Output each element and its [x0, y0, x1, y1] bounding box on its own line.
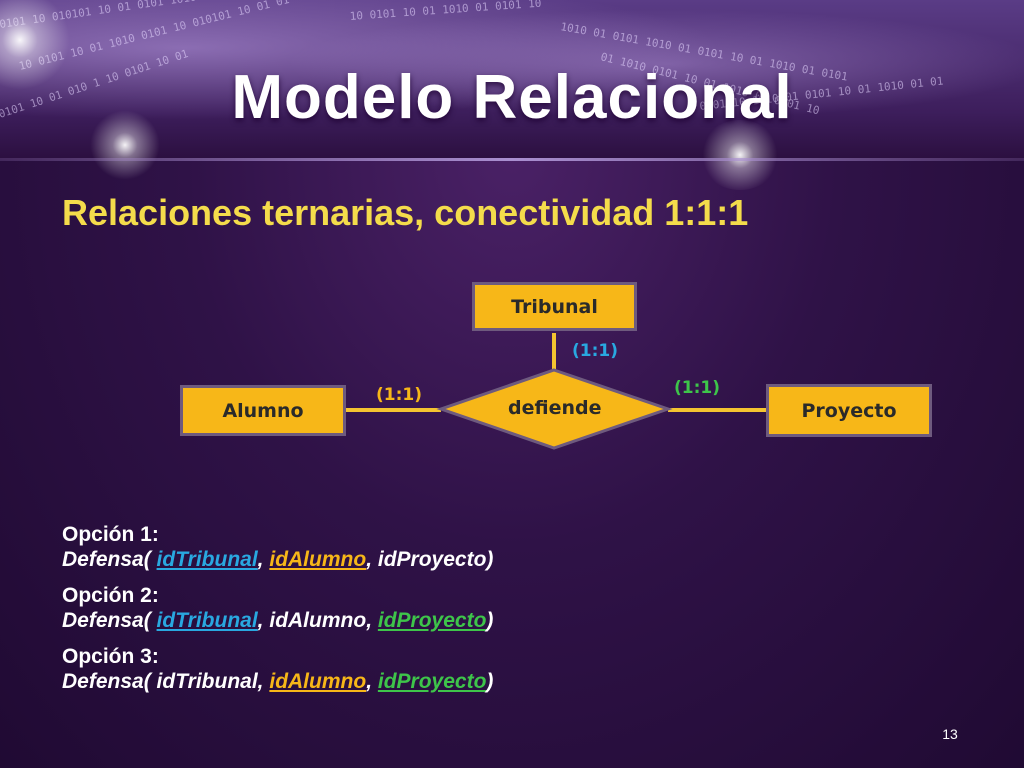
attr-separator: ,: [366, 609, 373, 632]
options-list: Opción 1: Defensa( idTribunal, idAlumno,…: [62, 522, 862, 705]
attr-separator: ,: [366, 548, 373, 571]
attr-idalumno-key: idAlumno: [269, 670, 367, 693]
slide-title: Modelo Relacional: [231, 63, 793, 132]
attr-separator: ,: [257, 548, 264, 571]
header-band: 0101 10 010101 10 01 0101 1010 01 010110…: [0, 0, 1024, 190]
light-glow: [90, 110, 160, 180]
cardinality-alumno: (1:1): [376, 385, 422, 405]
attr-separator: ,: [366, 670, 373, 693]
slide-number: 13: [942, 726, 958, 742]
attr-idalumno-key: idAlumno: [269, 548, 367, 571]
relation-name: Defensa(: [62, 670, 151, 693]
entity-alumno: Alumno: [180, 385, 346, 436]
option-relation: Defensa( idTribunal, idAlumno, idProyect…: [62, 669, 862, 694]
relationship-label: defiende: [508, 397, 602, 419]
relation-name: Defensa(: [62, 548, 151, 571]
option-3: Opción 3: Defensa( idTribunal, idAlumno,…: [62, 644, 862, 694]
header-divider: [0, 158, 1024, 161]
attr-idalumno: idAlumno: [269, 609, 367, 632]
light-glow: [700, 120, 780, 190]
attr-idproyecto-key: idProyecto: [377, 670, 487, 693]
entity-proyecto: Proyecto: [766, 384, 932, 437]
attr-separator: ,: [257, 609, 264, 632]
entity-tribunal: Tribunal: [472, 282, 637, 331]
attr-idtribunal: idTribunal: [156, 670, 258, 693]
option-2: Opción 2: Defensa( idTribunal, idAlumno,…: [62, 583, 862, 633]
relation-close: ): [486, 670, 494, 693]
relation-close: ): [486, 548, 494, 571]
option-relation: Defensa( idTribunal, idAlumno, idProyect…: [62, 547, 862, 572]
attr-idproyecto-key: idProyecto: [377, 609, 487, 632]
attr-idtribunal-key: idTribunal: [156, 609, 258, 632]
option-heading: Opción 2:: [62, 584, 159, 607]
attr-idtribunal-key: idTribunal: [156, 548, 258, 571]
cardinality-tribunal: (1:1): [572, 341, 618, 361]
option-heading: Opción 1:: [62, 523, 159, 546]
relationship-diamond: [436, 368, 673, 450]
binary-background-decoration: 0101 10 010101 10 01 0101 1010 01 010110…: [0, 0, 944, 121]
option-relation: Defensa( idTribunal, idAlumno, idProyect…: [62, 608, 862, 633]
option-heading: Opción 3:: [62, 645, 159, 668]
attr-idproyecto: idProyecto: [377, 548, 487, 571]
attr-separator: ,: [257, 670, 264, 693]
relation-name: Defensa(: [62, 609, 151, 632]
option-1: Opción 1: Defensa( idTribunal, idAlumno,…: [62, 522, 862, 572]
slide-subtitle: Relaciones ternarias, conectividad 1:1:1: [62, 192, 749, 233]
cardinality-proyecto: (1:1): [674, 378, 720, 398]
relation-close: ): [486, 609, 494, 632]
